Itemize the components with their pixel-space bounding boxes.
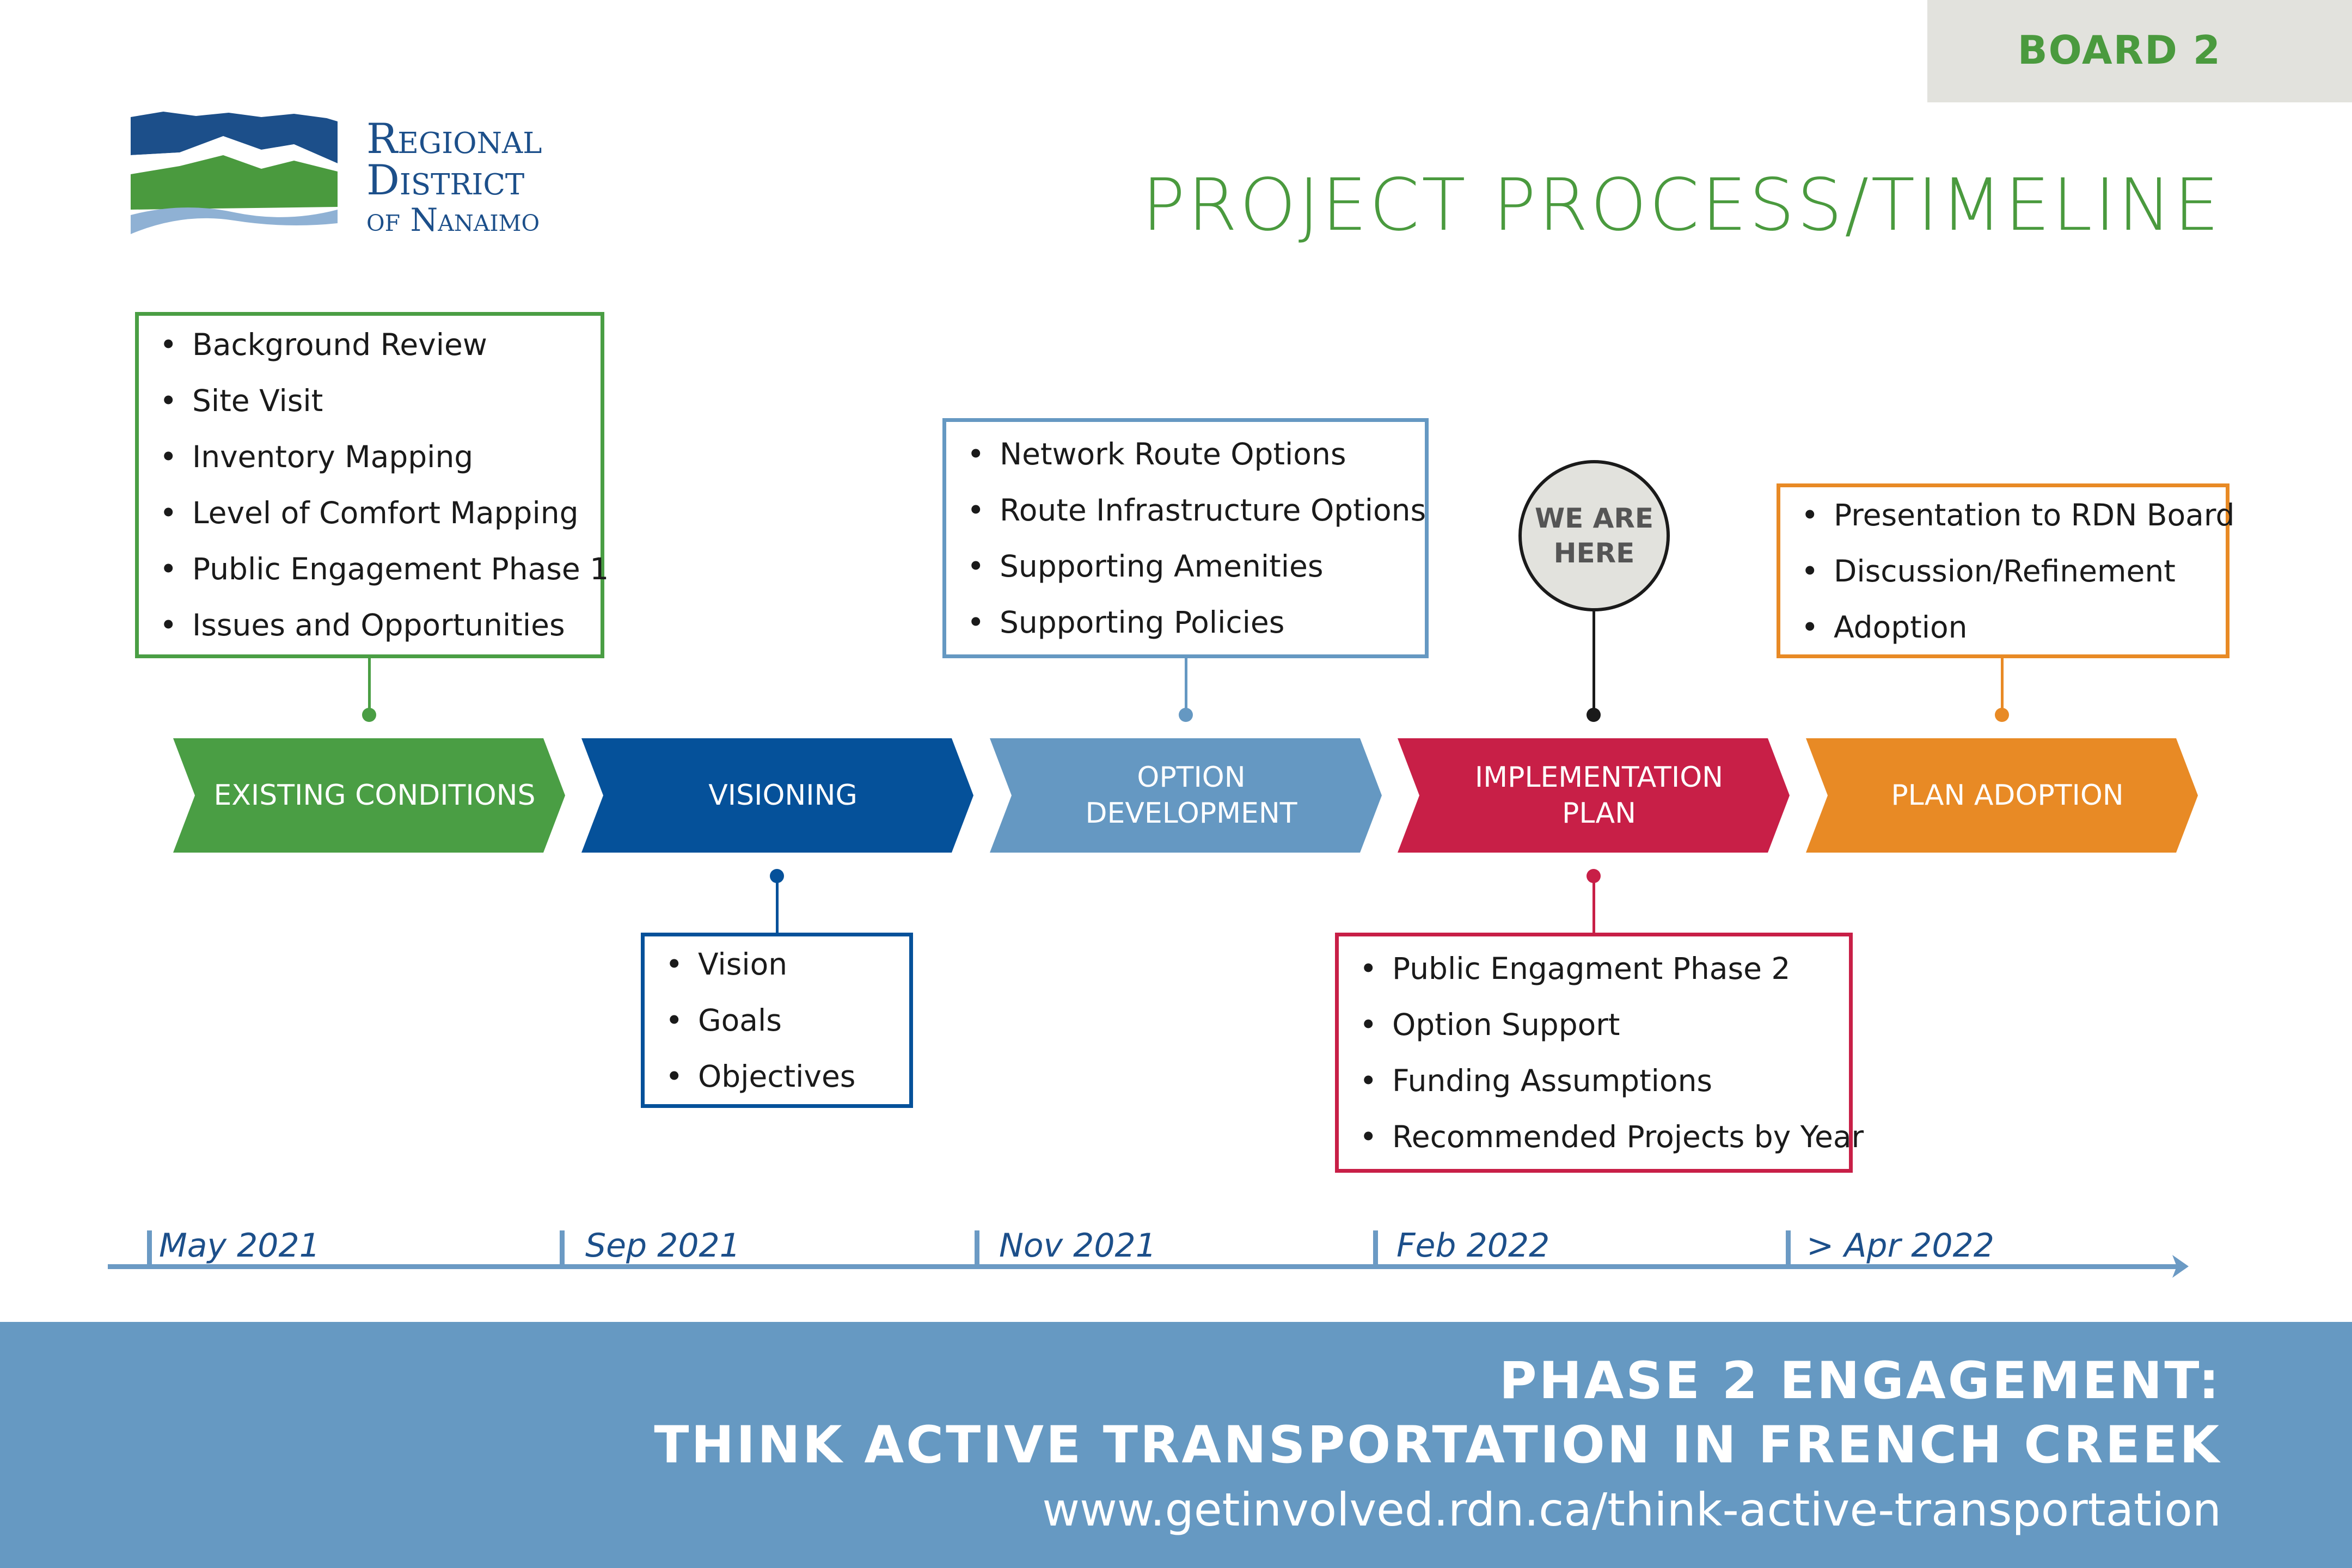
phase-chevron-implementation-plan: IMPLEMENTATION PLAN — [1398, 738, 1790, 853]
timeline-arrow-icon — [2172, 1255, 2189, 1278]
board-label: BOARD 2 — [2017, 27, 2221, 73]
page-title: PROJECT PROCESS/TIMELINE — [1142, 163, 2221, 247]
marker-line — [1592, 611, 1595, 715]
footer-subheading: THINK ACTIVE TRANSPORTATION IN FRENCH CR… — [654, 1416, 2221, 1475]
phase-task-item: Funding Assumptions — [1339, 1053, 1849, 1109]
timeline-date: May 2021 — [159, 1227, 320, 1265]
phase-chevron-option-development: OPTION DEVELOPMENT — [990, 738, 1382, 853]
phase-task-item: Background Review — [139, 317, 601, 373]
connector-dot — [1995, 708, 2009, 722]
timeline-tick — [147, 1230, 152, 1266]
phase-task-item: Recommended Projects by Year — [1339, 1109, 1864, 1165]
phase-task-item: Supporting Amenities — [946, 538, 1425, 595]
connector-line — [368, 658, 371, 713]
phase-task-item: Issues and Opportunities — [139, 597, 601, 653]
timeline-tick — [975, 1230, 979, 1266]
phase-box-implementation-plan: Public Engagment Phase 2Option SupportFu… — [1335, 933, 1864, 1173]
phase-task-item: Presentation to RDN Board — [1780, 487, 2234, 543]
footer-banner: PHASE 2 ENGAGEMENT: THINK ACTIVE TRANSPO… — [0, 1322, 2352, 1568]
phase-label: VISIONING — [708, 779, 857, 812]
phase-chevron-visioning: VISIONING — [581, 738, 973, 853]
rdn-logo-mark — [131, 112, 338, 234]
phase-task-item: Inventory Mapping — [139, 429, 601, 485]
rdn-logo: Regional District of Nanaimo — [131, 112, 542, 242]
footer-url-link[interactable]: www.getinvolved.rdn.ca/think-active-tran… — [1042, 1483, 2221, 1536]
phase-task-item: Route Infrastructure Options — [946, 482, 1426, 538]
phase-label: OPTION DEVELOPMENT — [1085, 761, 1297, 830]
phase-label: EXISTING CONDITIONS — [213, 779, 536, 812]
logo-text-line3: of Nanaimo — [366, 201, 540, 238]
timeline-date: > Apr 2022 — [1806, 1227, 1994, 1265]
connector-dot — [1587, 869, 1601, 883]
marker-dot — [1587, 708, 1601, 722]
phase-box-option-development: Network Route OptionsRoute Infrastructur… — [942, 418, 1429, 658]
connector-dot — [1179, 708, 1193, 722]
connector-line — [2001, 658, 2004, 713]
timeline-tick — [1786, 1230, 1791, 1266]
phase-box-existing-conditions: Background ReviewSite VisitInventory Map… — [135, 312, 609, 658]
connector-line — [776, 877, 779, 933]
connector-line — [1185, 658, 1187, 713]
board-tab: BOARD 2 — [1927, 0, 2352, 102]
phase-chevron-existing-conditions: EXISTING CONDITIONS — [173, 738, 565, 853]
footer-heading: PHASE 2 ENGAGEMENT: — [1499, 1351, 2221, 1411]
we-are-here-label: WE ARE HERE — [1534, 503, 1654, 569]
phase-task-item: Objectives — [645, 1049, 909, 1105]
phase-task-item: Goals — [645, 993, 909, 1049]
phase-task-item: Supporting Policies — [946, 595, 1425, 651]
phase-label: PLAN ADOPTION — [1891, 779, 2124, 812]
connector-line — [1592, 877, 1595, 933]
connector-dot — [770, 869, 784, 883]
timeline-date: Feb 2022 — [1396, 1227, 1550, 1265]
phase-task-item: Network Route Options — [946, 426, 1425, 482]
timeline-axis — [108, 1264, 2177, 1269]
logo-text-line2: District — [366, 156, 525, 204]
phase-task-item: Discussion/Refinement — [1780, 543, 2226, 599]
phase-box-plan-adoption: Presentation to RDN BoardDiscussion/Refi… — [1777, 483, 2234, 658]
phase-task-item: Adoption — [1780, 599, 2226, 656]
phase-box-visioning: VisionGoalsObjectives — [641, 933, 913, 1108]
timeline-date: Sep 2021 — [585, 1227, 740, 1265]
timeline-date: Nov 2021 — [999, 1227, 1156, 1265]
phase-task-item: Public Engagment Phase 2 — [1339, 941, 1849, 997]
timeline-tick — [1373, 1230, 1378, 1266]
phase-task-item: Option Support — [1339, 997, 1849, 1053]
phase-task-item: Public Engagement Phase 1 — [139, 541, 609, 597]
logo-text-line1: Regional — [366, 114, 542, 163]
we-are-here-marker: WE ARE HERE — [1518, 460, 1670, 611]
phase-chevron-plan-adoption: PLAN ADOPTION — [1806, 738, 2198, 853]
connector-dot — [362, 708, 376, 722]
phase-task-item: Vision — [645, 936, 909, 993]
timeline-tick — [560, 1230, 565, 1266]
phase-task-item: Site Visit — [139, 373, 601, 429]
phase-label: IMPLEMENTATION PLAN — [1474, 761, 1724, 830]
phase-task-item: Level of Comfort Mapping — [139, 485, 601, 541]
